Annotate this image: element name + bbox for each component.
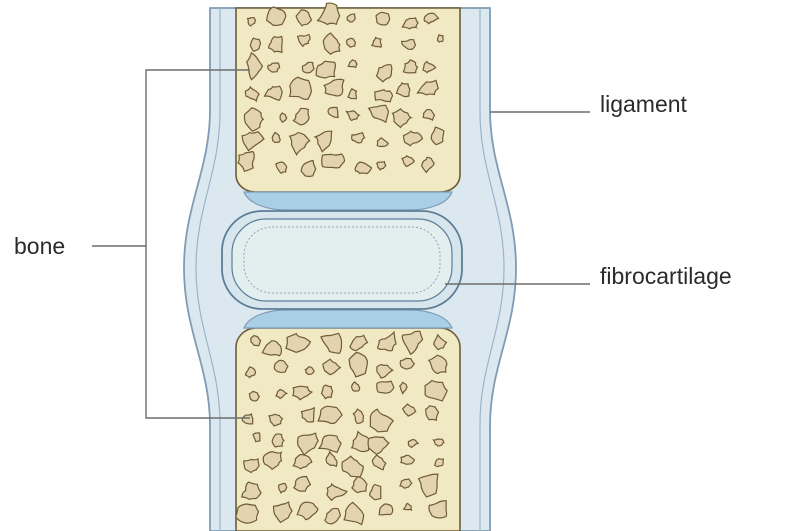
bone-pore <box>377 381 394 393</box>
fibrocartilage-label: fibrocartilage <box>600 263 732 289</box>
fibrocartilage-disc-inner <box>232 219 452 301</box>
lower-bone <box>236 328 460 531</box>
bone-pore <box>272 434 284 447</box>
bone-label: bone <box>14 233 65 259</box>
bone-pore <box>290 77 312 99</box>
bone-pore <box>250 38 260 51</box>
lower-cartilage-cap <box>244 310 452 328</box>
bone-pore <box>438 35 444 42</box>
bone-pore <box>375 90 393 102</box>
ligament-label: ligament <box>600 91 688 117</box>
bone-pore <box>322 154 345 168</box>
bone-pore <box>435 459 444 467</box>
bone-pore <box>376 12 390 25</box>
bone-pore <box>249 392 259 401</box>
bone-pore <box>236 504 259 523</box>
upper-cartilage-cap <box>244 192 452 210</box>
